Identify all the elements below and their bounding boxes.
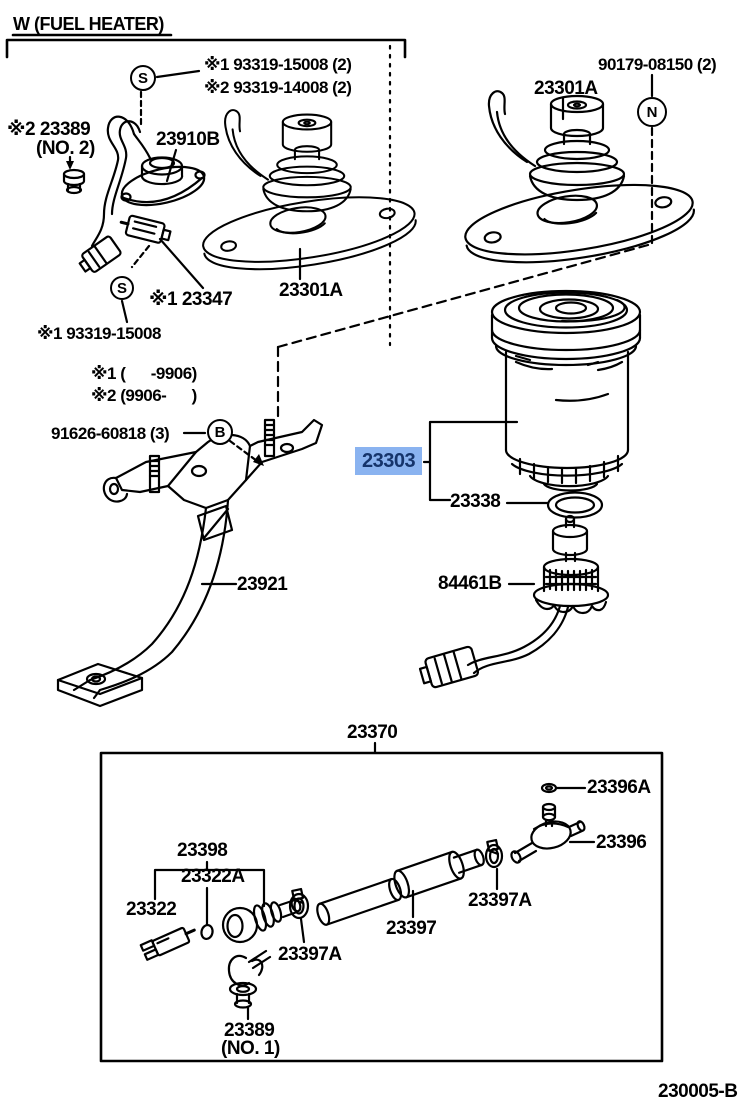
pump-heater-drawing (197, 109, 422, 283)
part-label-23301a-standard[interactable]: 23301A (534, 78, 598, 99)
gasket-23396a-drawing (540, 782, 558, 794)
clamp-23397a-right-drawing (484, 838, 504, 869)
part-label-93319-15008-top[interactable]: ※1 93319-15008 (2) (204, 55, 352, 74)
part-label-91626-60818[interactable]: 91626-60818 (3) (51, 424, 170, 443)
clamp-23397a-left-drawing (288, 887, 310, 920)
fuel-filter-drawing (490, 289, 642, 492)
note-applicability-1: ※1 ( -9906) (91, 364, 197, 383)
variant-title: W (FUEL HEATER) (13, 14, 164, 34)
sensor-84461b-drawing (418, 514, 610, 689)
part-label-23338[interactable]: 23338 (450, 491, 501, 512)
connector-23347-drawing (119, 214, 172, 244)
part-label-23397[interactable]: 23397 (386, 918, 437, 939)
part-label-23322a[interactable]: 23322A (181, 866, 245, 887)
arrowhead (253, 454, 264, 466)
part-label-23347[interactable]: ※1 23347 (149, 289, 233, 310)
arrowhead (66, 161, 74, 170)
oring-23338-drawing (546, 491, 604, 519)
variant-bracket (5, 33, 407, 347)
thermoswitch-drawing (78, 115, 206, 273)
part-label-23370[interactable]: 23370 (347, 722, 398, 743)
part-label-23389-no2-suffix: (NO. 2) (36, 138, 95, 159)
hose-23397-drawing (316, 848, 485, 926)
marker-nut-n[interactable]: N (637, 97, 667, 127)
valve-23396-drawing (510, 802, 586, 864)
part-label-23389-no1-suffix: (NO. 1) (221, 1038, 280, 1059)
damper-23398-drawing (221, 897, 302, 944)
part-label-93319-15008-bottom[interactable]: ※1 93319-15008 (37, 324, 161, 343)
part-label-23301a-heater[interactable]: 23301A (279, 280, 343, 301)
part-label-23397a-right[interactable]: 23397A (468, 890, 532, 911)
grommet-no2-drawing (62, 168, 86, 195)
clamp-23389-no1-drawing (227, 949, 272, 1009)
part-label-23921[interactable]: 23921 (237, 574, 288, 595)
part-label-23396[interactable]: 23396 (596, 832, 647, 853)
part-label-23303-highlighted[interactable]: 23303 (355, 447, 423, 475)
part-label-93319-14008[interactable]: ※2 93319-14008 (2) (204, 78, 352, 97)
part-label-23389-no1[interactable]: 23389 (224, 1020, 275, 1041)
plug-23322-drawing (139, 926, 196, 961)
part-label-23322[interactable]: 23322 (126, 899, 177, 920)
part-label-90179-08150[interactable]: 90179-08150 (2) (598, 55, 717, 74)
marker-screw-s2[interactable]: S (110, 276, 134, 300)
part-label-23910b[interactable]: 23910B (156, 129, 220, 150)
oring-23322a-drawing (200, 923, 214, 941)
drawing-number: 230005-B (658, 1081, 738, 1102)
part-label-23396a[interactable]: 23396A (587, 777, 651, 798)
part-label-23389-no2[interactable]: ※2 23389 (7, 119, 91, 140)
marker-bolt-b[interactable]: B (207, 419, 233, 445)
bracket-23921-drawing (56, 418, 324, 708)
note-applicability-2: ※2 (9906- ) (91, 386, 197, 405)
variant-boundary-dashes (276, 243, 650, 421)
part-label-23398[interactable]: 23398 (177, 840, 228, 861)
hose-assembly-box (99, 751, 664, 1063)
dashed-leaders (130, 90, 654, 463)
leader-lines (68, 69, 654, 1021)
part-label-84461b[interactable]: 84461B (438, 573, 502, 594)
part-label-23397a-left[interactable]: 23397A (278, 944, 342, 965)
marker-screw-s1[interactable]: S (130, 65, 156, 91)
